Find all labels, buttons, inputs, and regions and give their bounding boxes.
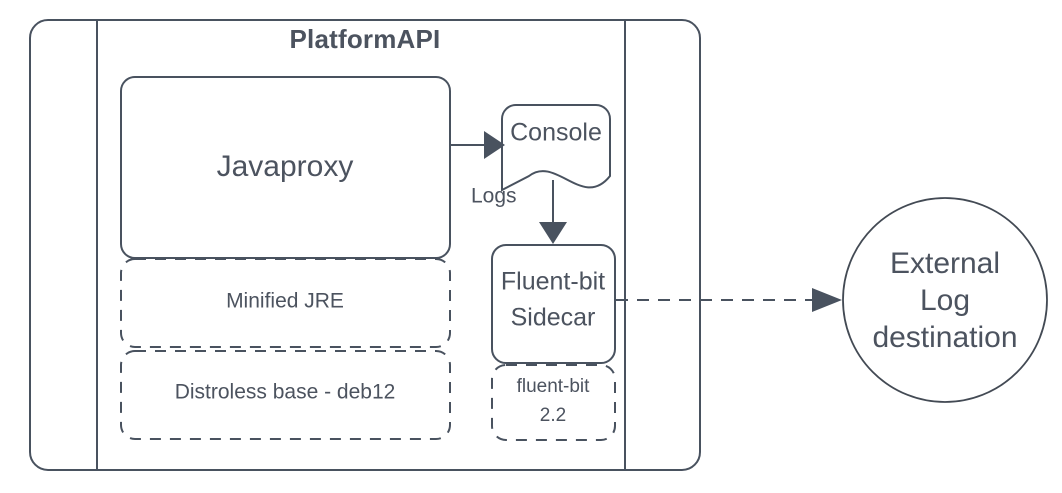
fluentbit-version-box	[491, 364, 616, 441]
external-log-destination-circle	[842, 197, 1048, 403]
javaproxy-label: Javaproxy	[217, 150, 354, 183]
edge-console-to-sidecar	[539, 180, 567, 244]
edge-javaproxy-to-console	[451, 131, 505, 159]
fluentbit-version-node[interactable]	[491, 364, 616, 441]
fluentbit-version-label-line1: fluent-bit	[517, 376, 591, 397]
distroless-base-box	[120, 350, 451, 440]
minified-jre-node[interactable]	[120, 258, 451, 348]
edge-console-to-sidecar-arrowhead	[539, 222, 567, 244]
minified-jre-box	[120, 258, 451, 348]
edge-javaproxy-to-console-arrowhead	[484, 131, 505, 159]
distroless-base-label: Distroless base - deb12	[175, 381, 396, 404]
console-node[interactable]	[501, 104, 611, 192]
external-log-destination-label-line3: destination	[872, 321, 1017, 354]
distroless-base-node[interactable]	[120, 350, 451, 440]
console-document-shape	[501, 104, 611, 192]
fluentbit-sidecar-node[interactable]	[491, 244, 616, 364]
fluentbit-sidecar-label-line1: Fluent-bit	[501, 268, 605, 296]
edge-logs-label: Logs	[471, 185, 517, 208]
fluentbit-version-label-line2: 2.2	[540, 405, 566, 426]
minified-jre-label: Minified JRE	[226, 290, 344, 313]
external-log-destination-label-line2: Log	[920, 284, 970, 317]
edge-sidecar-to-external	[616, 288, 842, 312]
edge-sidecar-to-external-arrowhead	[812, 288, 842, 312]
external-log-destination-label-line1: External	[890, 247, 1000, 280]
fluentbit-sidecar-label-line2: Sidecar	[511, 304, 596, 332]
page-title: PlatformAPI	[289, 24, 440, 54]
external-log-destination-node[interactable]	[842, 197, 1048, 403]
console-label: Console	[510, 119, 602, 147]
fluentbit-sidecar-box	[491, 244, 616, 364]
